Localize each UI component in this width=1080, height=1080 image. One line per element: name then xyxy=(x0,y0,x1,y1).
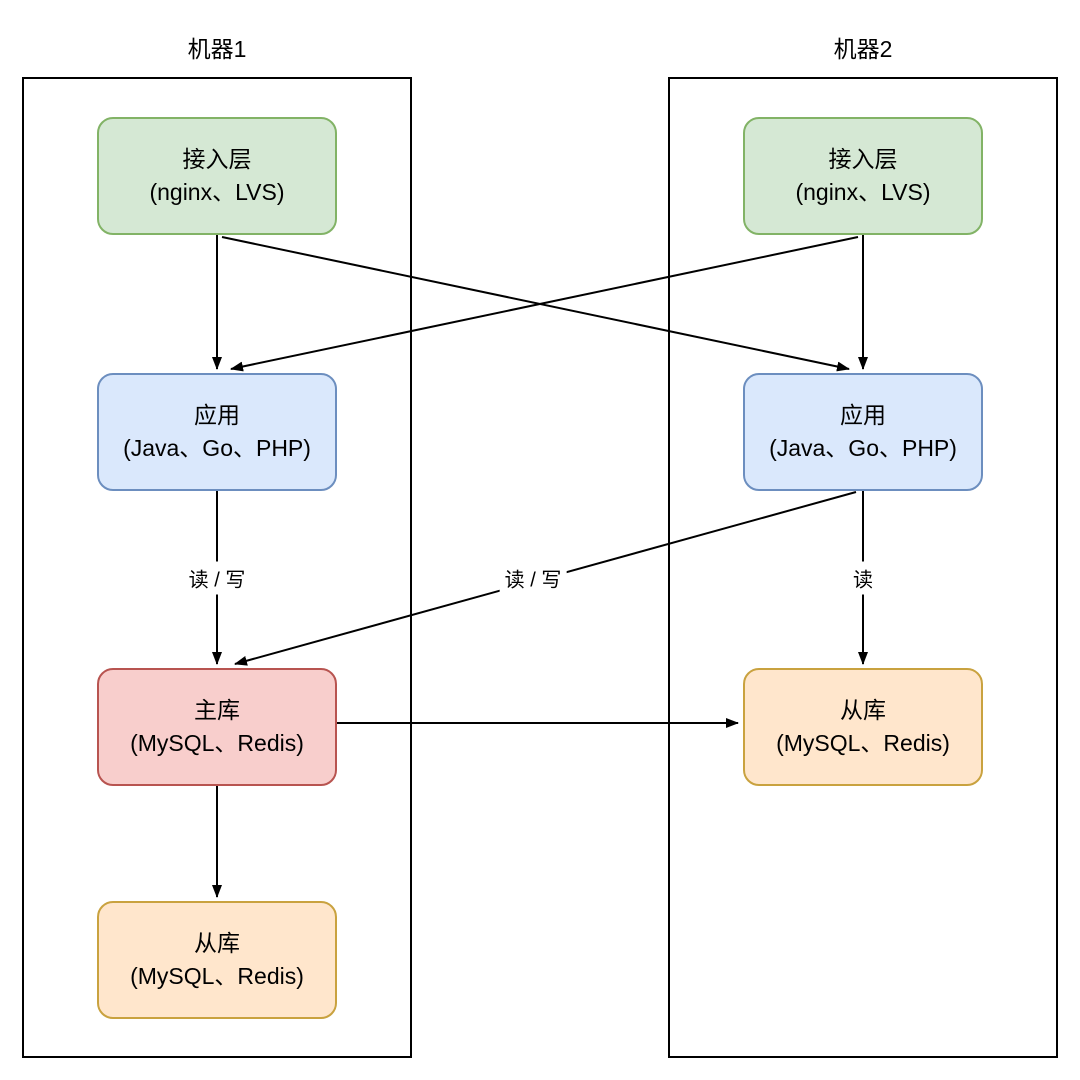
node-m2-slave-db: 从库 (MySQL、Redis) xyxy=(743,668,983,786)
node-m2-access-subtitle: (nginx、LVS) xyxy=(795,179,931,205)
machine2-container xyxy=(668,77,1058,1058)
node-m2-access-title: 接入层 xyxy=(828,146,898,172)
machine2-title: 机器2 xyxy=(833,36,893,62)
node-m1-slave-title: 从库 xyxy=(194,930,240,956)
node-m1-master-db: 主库 (MySQL、Redis) xyxy=(97,668,337,786)
node-m1-app-title: 应用 xyxy=(194,402,240,428)
node-m1-access-title: 接入层 xyxy=(182,146,252,172)
node-m2-slave-title: 从库 xyxy=(840,697,886,723)
node-m2-slave-subtitle: (MySQL、Redis) xyxy=(776,730,950,756)
edge-label-m1-read-write: 读 / 写 xyxy=(183,561,251,595)
edge-m1-access-to-m2-app xyxy=(221,236,850,372)
node-m1-access-layer: 接入层 (nginx、LVS) xyxy=(97,117,337,235)
edge-label-cross-read-write: 读 / 写 xyxy=(499,561,567,595)
node-m1-slave-db: 从库 (MySQL、Redis) xyxy=(97,901,337,1019)
node-m1-master-title: 主库 xyxy=(194,697,240,723)
node-m2-app: 应用 (Java、Go、PHP) xyxy=(743,373,983,491)
edge-label-m2-read: 读 xyxy=(848,561,878,595)
edge-m2-access-to-m1-app xyxy=(230,236,859,372)
machine1-title: 机器1 xyxy=(187,36,247,62)
node-m2-app-subtitle: (Java、Go、PHP) xyxy=(769,435,957,461)
machine1-container xyxy=(22,77,412,1058)
node-m1-master-subtitle: (MySQL、Redis) xyxy=(130,730,304,756)
node-m1-slave-subtitle: (MySQL、Redis) xyxy=(130,963,304,989)
node-m2-app-title: 应用 xyxy=(840,402,886,428)
node-m1-app-subtitle: (Java、Go、PHP) xyxy=(123,435,311,461)
node-m2-access-layer: 接入层 (nginx、LVS) xyxy=(743,117,983,235)
node-m1-access-subtitle: (nginx、LVS) xyxy=(149,179,285,205)
node-m1-app: 应用 (Java、Go、PHP) xyxy=(97,373,337,491)
